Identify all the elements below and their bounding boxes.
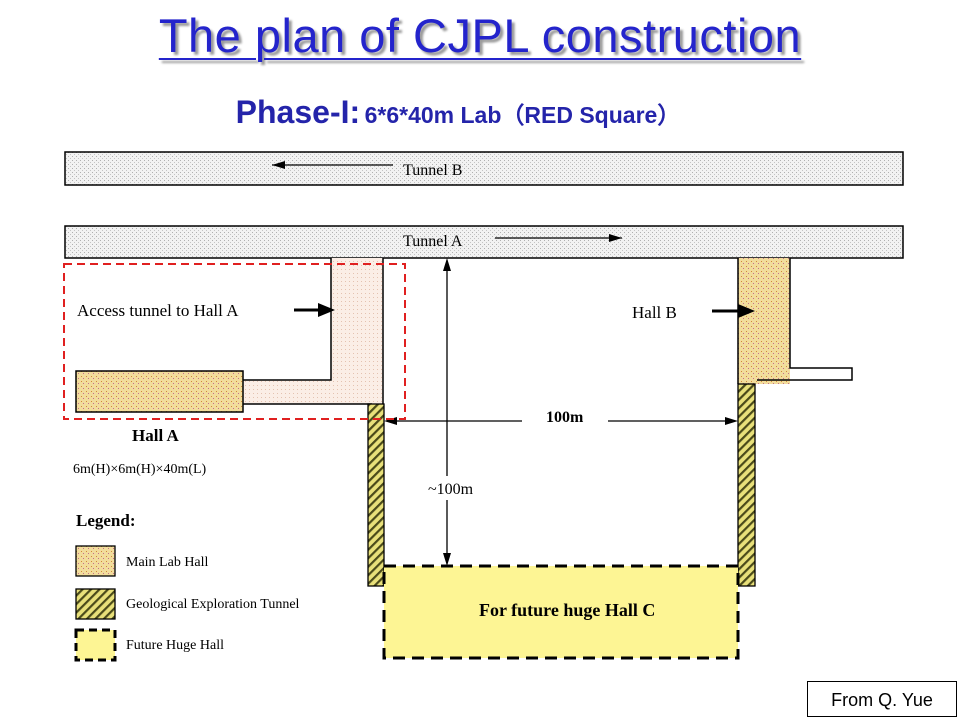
subtitle: Phase-I: 6*6*40m Lab（RED Square） xyxy=(0,94,916,131)
legend-item-main-lab: Main Lab Hall xyxy=(126,555,209,570)
legend-swatch-main-lab xyxy=(75,545,116,577)
hall-a-dimensions: 6m(H)×6m(H)×40m(L) xyxy=(73,462,207,477)
geo-tunnel-left xyxy=(367,403,385,587)
hall-b xyxy=(738,258,790,384)
width-dimension-label: 100m xyxy=(546,409,584,426)
hall-a-label: Hall A xyxy=(132,426,179,445)
tunnel-a xyxy=(64,225,904,259)
subtitle-detail: 6*6*40m Lab（RED Square） xyxy=(364,102,681,128)
legend-item-geo-tunnel: Geological Exploration Tunnel xyxy=(126,597,300,612)
future-hall-label: For future huge Hall C xyxy=(479,600,655,620)
geo-tunnel-right xyxy=(737,383,756,587)
hall-a xyxy=(75,370,244,413)
legend-swatch-geo-tunnel xyxy=(75,588,116,620)
depth-dimension-label: ~100m xyxy=(428,481,474,498)
legend-title: Legend: xyxy=(76,511,136,530)
credit-box: From Q. Yue xyxy=(807,681,957,717)
future-hall-c xyxy=(382,564,740,660)
tunnel-b-label: Tunnel B xyxy=(403,162,462,179)
access-tunnel-label: Access tunnel to Hall A xyxy=(77,301,239,320)
subtitle-phase: Phase-I: xyxy=(235,94,361,130)
legend-item-future-hall: Future Huge Hall xyxy=(126,638,224,653)
access-tunnel xyxy=(243,380,383,404)
tunnel-b xyxy=(64,151,904,186)
tunnel-a-label: Tunnel A xyxy=(403,233,463,250)
access-tunnel-junction xyxy=(331,258,383,404)
legend-swatch-future-hall xyxy=(74,628,117,662)
phase-one-red-box xyxy=(63,263,406,420)
page-title: The plan of CJPL construction xyxy=(158,9,802,62)
hall-b-label: Hall B xyxy=(632,303,677,322)
